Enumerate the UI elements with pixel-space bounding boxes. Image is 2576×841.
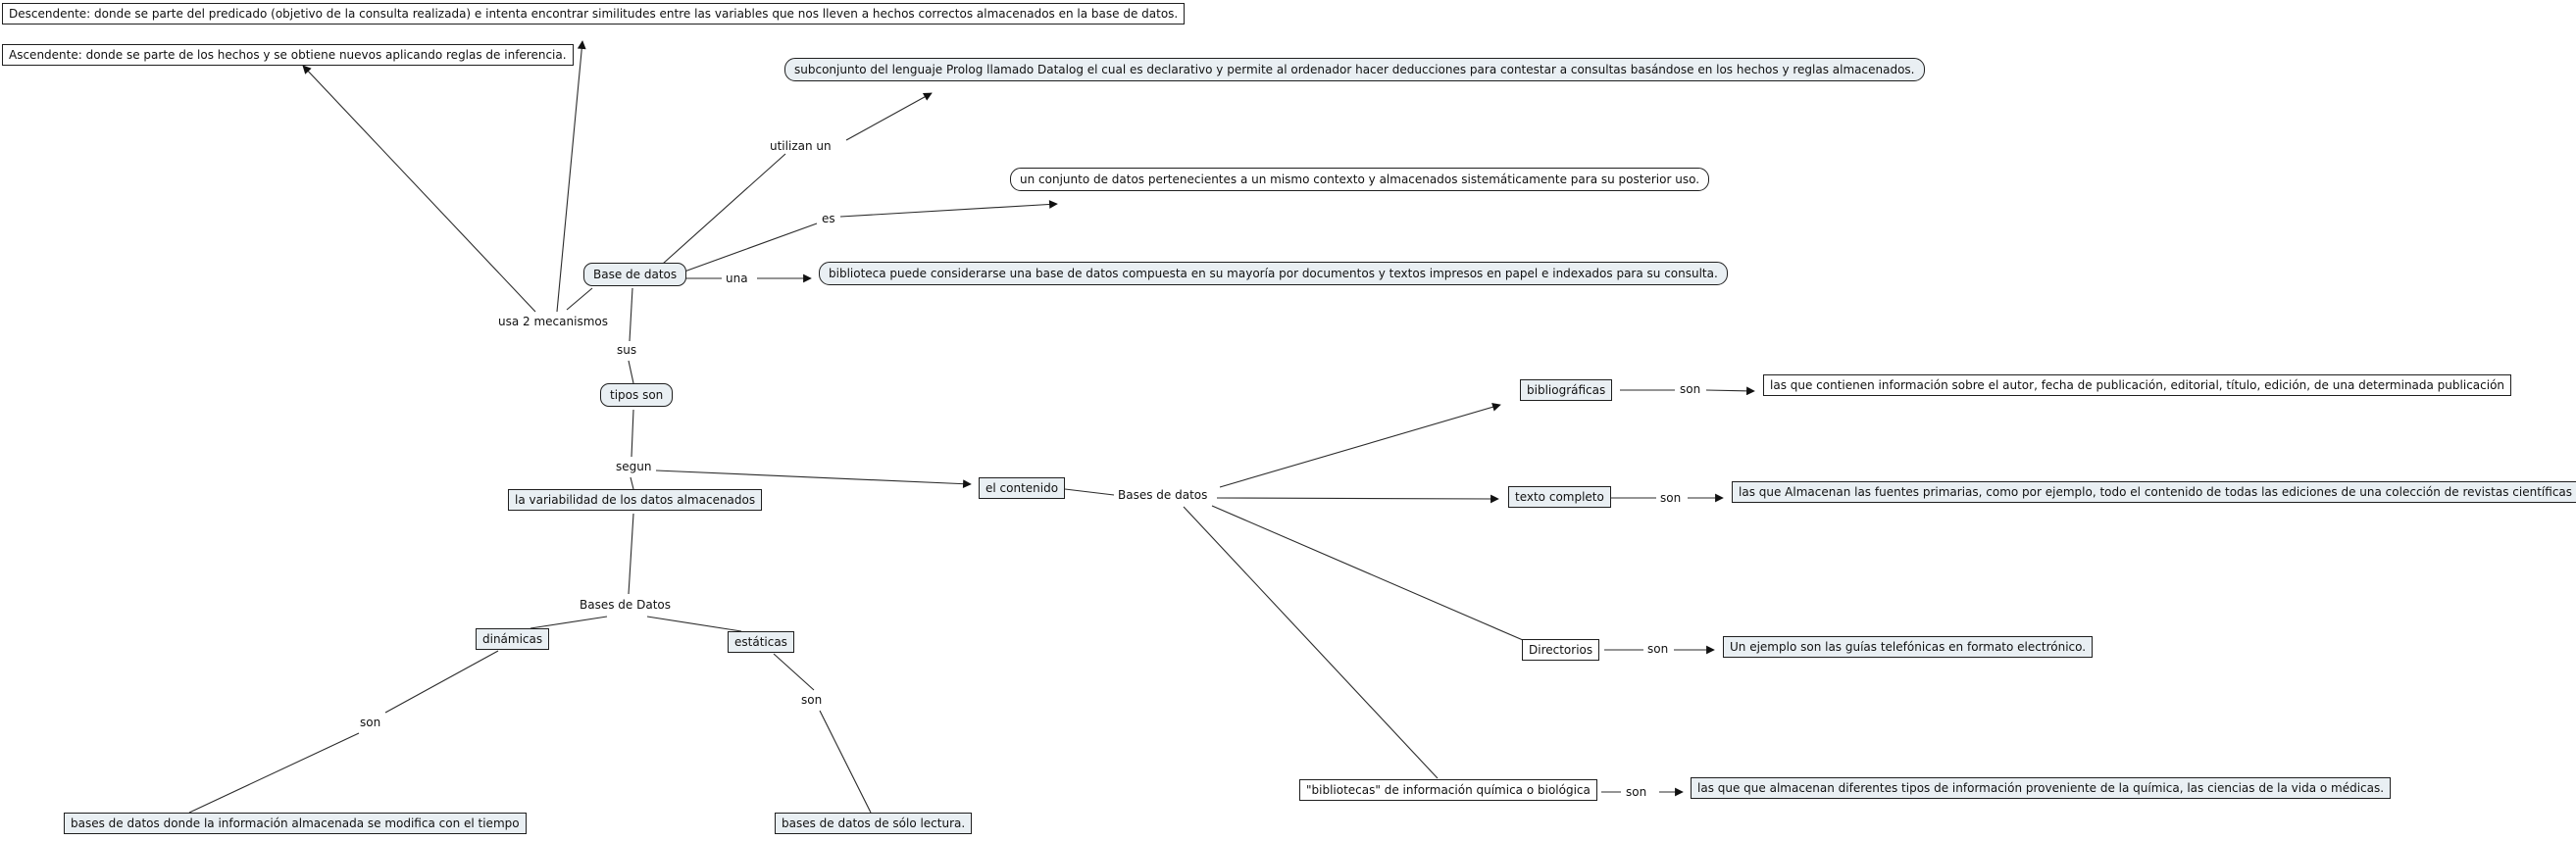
connector-variabilidad-to-bases-izq [628,513,634,595]
edge-label-una[interactable]: una [726,272,748,285]
connector-dinamicas-to-son [384,650,499,714]
edge-label-son-dinamicas[interactable]: son [360,716,381,729]
node-bibliotecas-quimica[interactable]: "bibliotecas" de información química o b… [1299,779,1597,802]
connector-bases-der-to-bibliograficas [1219,403,1501,488]
node-desc-texto-completo[interactable]: las que Almacenan las fuentes primarias,… [1732,481,2576,504]
node-desc-bibliotecas[interactable]: las que que almacenan diferentes tipos d… [1691,777,2392,800]
node-dinamicas[interactable]: dinámicas [476,628,550,651]
edge-label-sus[interactable]: sus [617,343,637,357]
node-el-contenido[interactable]: el contenido [979,477,1066,500]
edge-label-son-texto-completo[interactable]: son [1660,491,1682,505]
node-bases-solo-lectura[interactable]: bases de datos de sólo lectura. [775,813,973,835]
node-base-de-datos[interactable]: Base de datos [583,263,687,287]
edge-label-es[interactable]: es [822,212,835,225]
edge-label-son-estaticas[interactable]: son [801,693,823,707]
connector-bases-izq-to-dinamicas [530,616,608,629]
node-ascendente[interactable]: Ascendente: donde se parte de los hechos… [2,44,574,67]
node-conjunto-de-datos[interactable]: un conjunto de datos pertenecientes a un… [1010,168,1710,192]
node-biblioteca[interactable]: biblioteca puede considerarse una base d… [819,262,1728,286]
edge-label-son-directorios[interactable]: son [1647,642,1669,656]
edge-label-son-bibliograficas[interactable]: son [1680,382,1701,396]
connector-bases-izq-to-estaticas [646,616,742,632]
node-desc-bibliograficas[interactable]: las que contienen información sobre el a… [1763,374,2512,397]
node-estaticas[interactable]: estáticas [728,631,794,654]
connector-el-contenido-to-bases-der [1064,488,1115,496]
connector-base-to-usa-mecanismos [566,287,593,311]
connector-estaticas-to-son [773,653,815,691]
connector-bases-der-to-texto-completo [1216,494,1499,504]
edge-label-utilizan-un[interactable]: utilizan un [770,139,832,153]
connector-segun-to-variabilidad [630,476,634,490]
node-variabilidad[interactable]: la variabilidad de los datos almacenados [508,489,763,512]
node-descendente[interactable]: Descendente: donde se parte del predicad… [2,3,1186,25]
edge-label-usa-2-mecanismos[interactable]: usa 2 mecanismos [498,315,608,328]
connector-tipos-son-to-segun [631,409,634,458]
node-bibliograficas[interactable]: bibliográficas [1520,379,1613,402]
connector-usa-mecanismos-to-ascendente [302,65,536,313]
connector-bases-der-to-bibliotecas [1183,506,1439,779]
connector-utilizan-un-to-datalog [845,92,933,141]
node-texto-completo[interactable]: texto completo [1508,486,1611,509]
node-bases-de-datos-derecha[interactable]: Bases de datos [1118,488,1208,502]
connector-segun-to-el-contenido [655,470,972,489]
connector-base-to-utilizan-un [662,153,786,265]
node-datalog[interactable]: subconjunto del lenguaje Prolog llamado … [784,58,1925,82]
edge-label-son-bibliotecas[interactable]: son [1626,785,1647,799]
connector-son-to-solo-lectura [819,710,872,814]
node-directorios[interactable]: Directorios [1522,639,1600,662]
connector-base-to-sus [629,287,633,342]
connector-base-to-es [683,223,818,272]
node-tipos-son[interactable]: tipos son [600,383,674,408]
node-bases-modifica-tiempo[interactable]: bases de datos donde la información alma… [64,813,527,835]
connector-es-to-conjunto [839,200,1058,218]
connector-son-to-desc-bibliograficas [1705,386,1755,396]
node-desc-directorios[interactable]: Un ejemplo son las guías telefónicas en … [1723,636,2094,659]
connector-son-to-modifica [188,732,360,814]
connector-sus-to-tipos-son [628,360,634,384]
node-bases-de-datos-izquierda[interactable]: Bases de Datos [580,598,671,612]
connector-bases-der-to-directorios [1211,505,1524,641]
connector-usa-mecanismos-to-descendente [556,40,586,313]
edge-label-segun[interactable]: segun [616,460,652,473]
